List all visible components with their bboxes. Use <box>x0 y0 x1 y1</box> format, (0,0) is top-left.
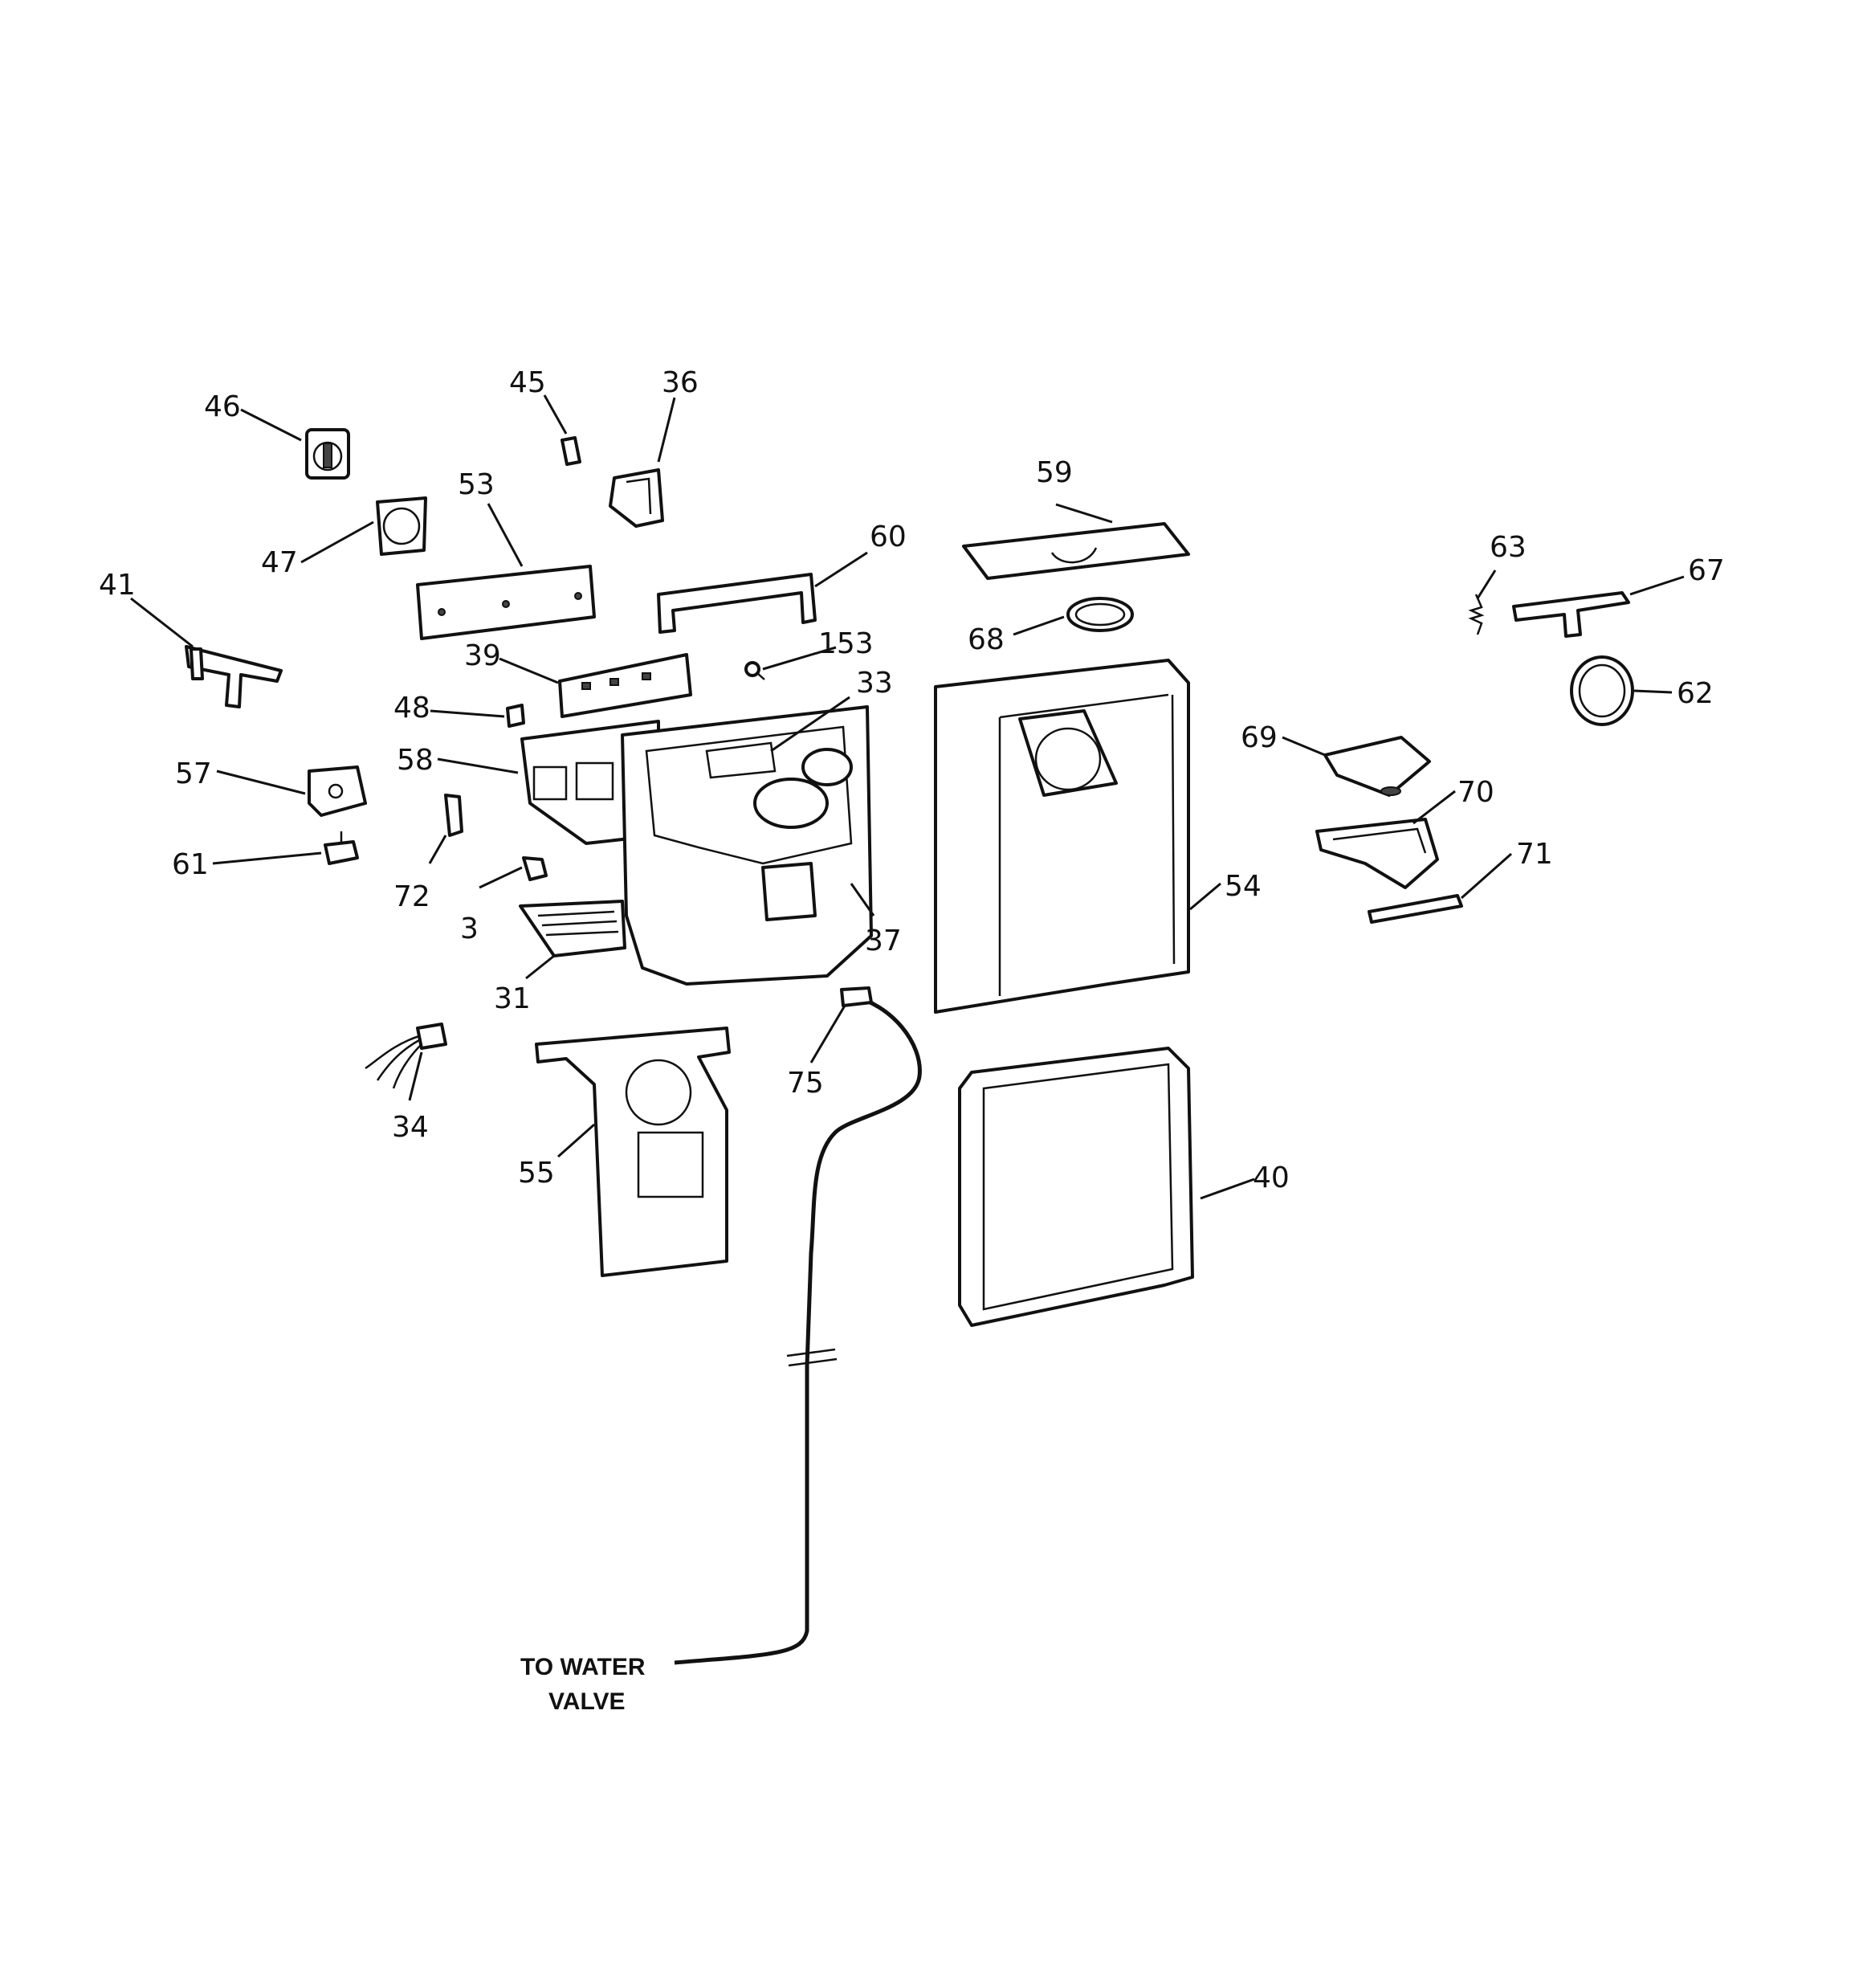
part-48-cube <box>506 704 525 728</box>
callout-70: 70 <box>1457 776 1494 809</box>
callout-61: 61 <box>172 848 209 881</box>
part-34-wire-harness <box>365 1023 447 1089</box>
callout-59: 59 <box>1036 456 1073 489</box>
part-53-plate <box>416 565 596 640</box>
part-67-bracket <box>1512 591 1630 638</box>
callout-67: 67 <box>1688 554 1725 587</box>
part-31-drip-tray <box>519 900 626 957</box>
part-37-dispenser-housing <box>621 705 873 986</box>
callout-53: 53 <box>458 468 495 501</box>
note-line-2: VALVE <box>548 1688 626 1715</box>
part-55-cover <box>535 1027 731 1277</box>
part-75-water-line <box>674 986 922 1665</box>
part-39-control-board <box>558 653 692 718</box>
part-153-screw <box>744 661 765 680</box>
callout-68: 68 <box>968 623 1005 656</box>
callout-62: 62 <box>1677 677 1714 710</box>
callout-34: 34 <box>392 1111 429 1144</box>
callout-57: 57 <box>175 757 212 790</box>
callout-54: 54 <box>1225 870 1262 903</box>
callout-55: 55 <box>518 1157 555 1190</box>
part-46-knob <box>305 428 350 480</box>
part-41-bracket <box>185 645 283 708</box>
callout-45: 45 <box>509 366 546 399</box>
note-line-1: TO WATER <box>520 1654 646 1680</box>
callout-71: 71 <box>1516 838 1553 871</box>
part-3-fitting <box>522 856 548 881</box>
part-71-strip <box>1368 894 1463 924</box>
callout-39: 39 <box>464 639 501 672</box>
callout-72: 72 <box>393 880 430 913</box>
part-45-clip <box>561 436 581 466</box>
callout-36: 36 <box>662 366 699 399</box>
callout-58: 58 <box>397 744 434 777</box>
part-59-top-plate <box>962 522 1190 580</box>
callout-40: 40 <box>1253 1161 1290 1194</box>
part-40-frame <box>958 1047 1194 1327</box>
part-57-box <box>308 765 367 817</box>
part-63-spring <box>1468 594 1485 635</box>
callout-33: 33 <box>856 667 893 700</box>
callout-labels: 46 45 36 53 47 41 60 59 68 153 39 33 48 … <box>99 366 1725 1194</box>
callout-47: 47 <box>261 546 298 579</box>
callout-41: 41 <box>99 569 136 602</box>
part-62-lens <box>1570 655 1634 726</box>
part-61-button <box>324 831 359 865</box>
callout-63: 63 <box>1490 531 1527 564</box>
callout-3: 3 <box>460 912 479 945</box>
callout-48: 48 <box>393 692 430 725</box>
part-72-switch <box>444 794 463 837</box>
part-54-dispenser-panel <box>934 659 1190 1014</box>
callout-46: 46 <box>204 390 241 423</box>
callout-60: 60 <box>870 520 907 553</box>
part-69-chute <box>1323 736 1431 797</box>
water-valve-note: TO WATER VALVE <box>520 1654 646 1715</box>
callout-31: 31 <box>494 982 531 1015</box>
part-68-gasket <box>1066 597 1134 632</box>
part-47-frame <box>376 496 427 556</box>
leader-lines <box>130 394 1685 1200</box>
part-36-bracket <box>609 468 664 528</box>
callout-37: 37 <box>865 925 902 957</box>
part-33-chute <box>705 741 777 779</box>
callout-69: 69 <box>1241 721 1278 754</box>
part-70-tray <box>1315 818 1439 889</box>
callout-153: 153 <box>818 627 874 660</box>
callout-75: 75 <box>787 1067 824 1100</box>
part-60-handle <box>657 573 817 634</box>
